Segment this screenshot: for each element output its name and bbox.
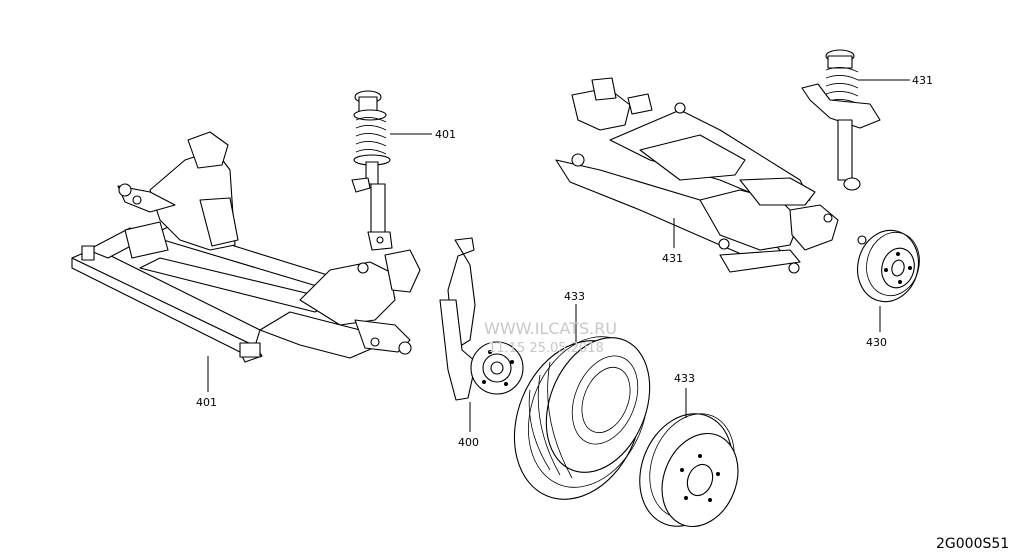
front-suspension-member xyxy=(71,131,421,363)
label-strut-rear: 431 xyxy=(912,74,933,87)
label-frame-front: 401 xyxy=(196,396,217,409)
diagram-code: 2G000S51 xyxy=(936,536,1009,552)
label-rear-member: 431 xyxy=(662,252,683,265)
steering-knuckle xyxy=(439,237,524,401)
brake-rotor xyxy=(857,229,920,303)
wheel-rim xyxy=(639,413,739,528)
watermark-site: WWW.ILCATS.RU xyxy=(484,319,617,338)
label-wheel: 433 xyxy=(674,372,695,385)
front-strut-assembly xyxy=(351,90,393,251)
label-strut-front: 401 xyxy=(435,128,456,141)
label-knuckle: 400 xyxy=(458,436,479,449)
label-rotor: 430 xyxy=(866,336,887,349)
tire xyxy=(513,336,651,500)
rear-strut-assembly xyxy=(801,49,881,191)
watermark-date: 11.15 25.05.2018 xyxy=(488,341,604,356)
label-tire: 433 xyxy=(564,290,585,303)
rear-suspension-member xyxy=(555,77,839,274)
